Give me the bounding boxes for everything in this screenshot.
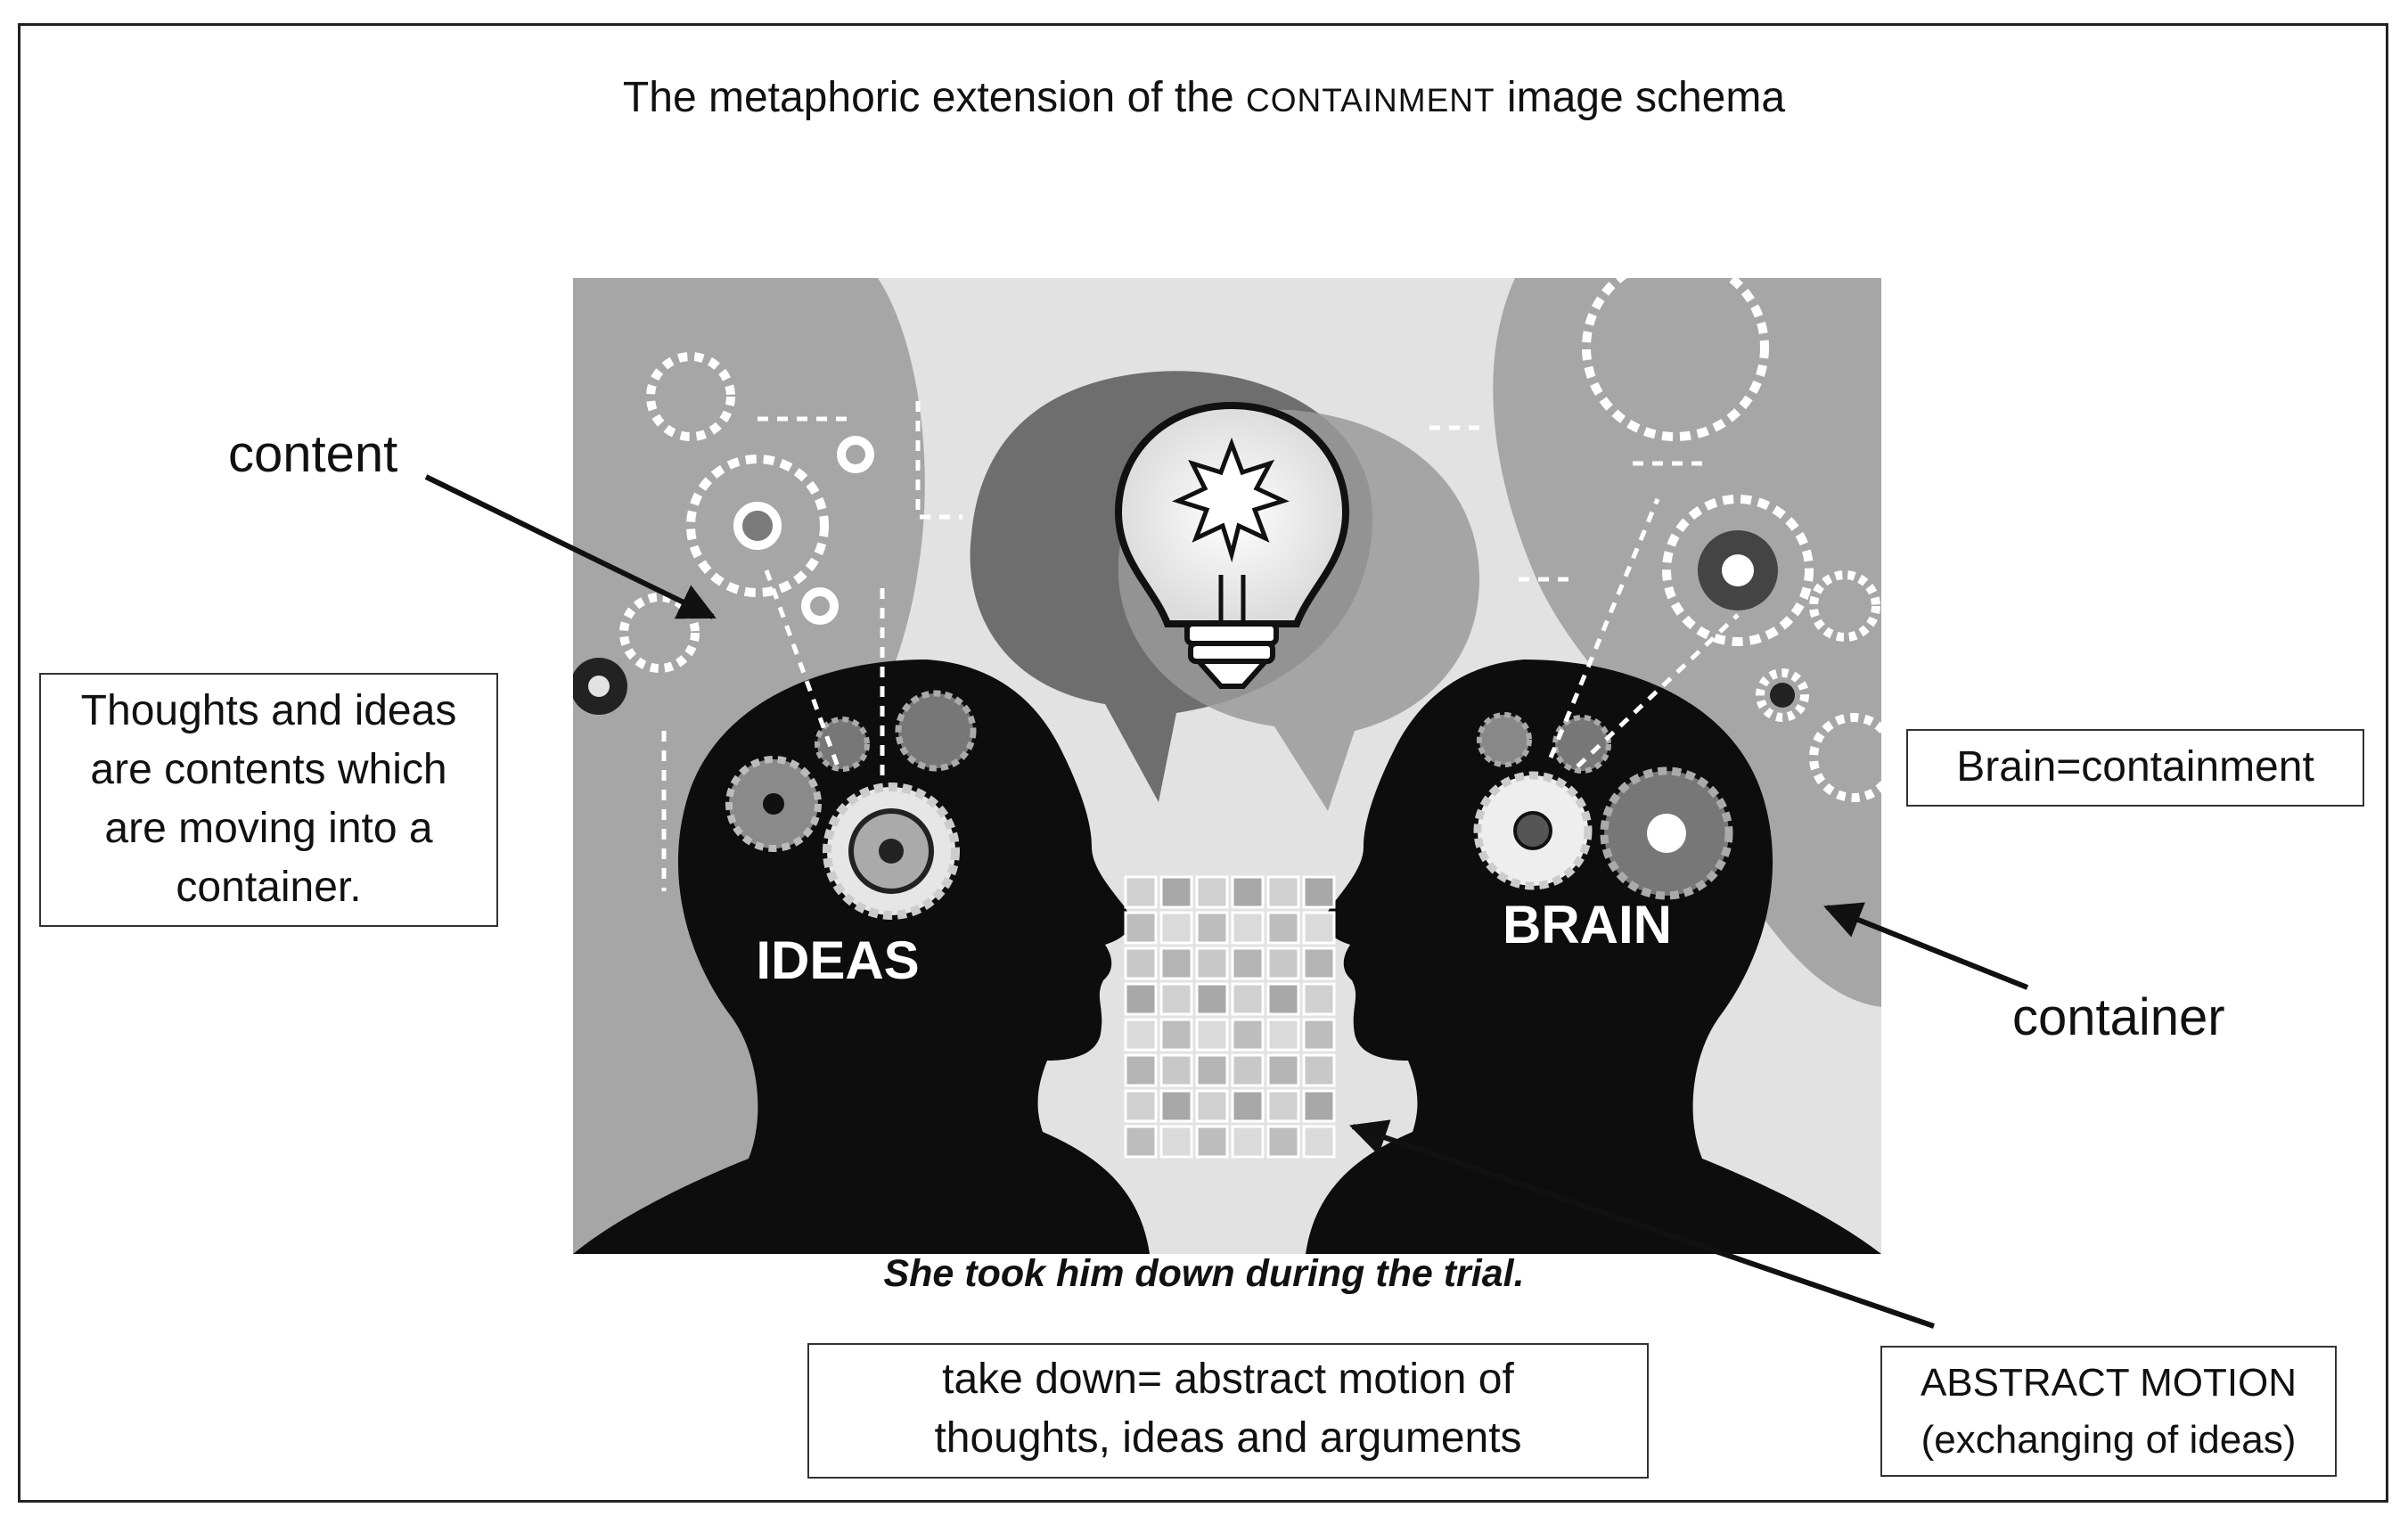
- grid-cell: [1195, 1125, 1229, 1159]
- content-label: content: [228, 425, 398, 483]
- grid-cell: [1124, 1018, 1158, 1052]
- right-head-silhouette: [1306, 660, 1881, 1254]
- grid-cell: [1302, 911, 1336, 945]
- container-arrow: [1823, 902, 2029, 990]
- grid-cell: [1159, 946, 1193, 980]
- grid-cell: [1266, 982, 1300, 1016]
- grid-cell: [1231, 982, 1265, 1016]
- grid-cell: [1195, 1018, 1229, 1052]
- grid-cell: [1302, 1089, 1336, 1123]
- grid-cell: [1302, 982, 1336, 1016]
- grid-cell: [1231, 1089, 1265, 1123]
- title-emphasis: CONTAINMENT: [1246, 82, 1495, 119]
- grid-cell: [1266, 875, 1300, 909]
- content-arrow: [424, 474, 717, 619]
- abstract-motion-box: ABSTRACT MOTION (exchanging of ideas): [1880, 1346, 2337, 1477]
- grid-cell: [1302, 875, 1336, 909]
- grid-cell: [1266, 911, 1300, 945]
- grid-cell: [1266, 946, 1300, 980]
- grid-cell: [1195, 911, 1229, 945]
- left-gears-icon: [619, 352, 962, 891]
- grid-cell: [1159, 1125, 1193, 1159]
- grid-cell: [1124, 1089, 1158, 1123]
- grid-cell: [1124, 911, 1158, 945]
- grid-cell: [1159, 1053, 1193, 1087]
- abstract-motion-arrow: [1349, 1119, 1935, 1329]
- grid-cell: [1266, 1053, 1300, 1087]
- grid-cell: [1159, 1018, 1193, 1052]
- left-head-label: IDEAS: [756, 930, 919, 990]
- grid-cell: [1159, 982, 1193, 1016]
- thoughts-box: Thoughts and ideas are contents which ar…: [39, 673, 498, 927]
- right-gears-icon: [1426, 278, 1881, 802]
- grid-cell: [1159, 1089, 1193, 1123]
- lightbulb-icon: [1114, 401, 1350, 689]
- brain-containment-box: Brain=containment: [1906, 729, 2364, 807]
- right-head-gears-icon: [1473, 498, 1740, 900]
- grid-cell: [1195, 946, 1229, 980]
- grid-cell: [1159, 875, 1193, 909]
- grid-cell: [1159, 911, 1193, 945]
- grid-cell: [1302, 946, 1336, 980]
- grid-cell: [1195, 982, 1229, 1016]
- grid-cell: [1124, 875, 1158, 909]
- grid-cell: [1124, 946, 1158, 980]
- grid-cell: [1195, 1053, 1229, 1087]
- grid-cell: [1231, 875, 1265, 909]
- grid-cell: [1231, 946, 1265, 980]
- example-caption: She took him down during the trial.: [883, 1252, 1525, 1295]
- grid-cell: [1231, 1053, 1265, 1087]
- grid-cell: [1302, 1125, 1336, 1159]
- figure-title: The metaphoric extension of the CONTAINM…: [622, 74, 1786, 121]
- grid-cell: [1124, 1053, 1158, 1087]
- grid-cell: [1195, 1089, 1229, 1123]
- figure-frame: [18, 23, 2388, 1503]
- grid-cell: [1302, 1018, 1336, 1052]
- grid-cell: [1302, 1053, 1336, 1087]
- grid-cell: [1266, 1089, 1300, 1123]
- grid-cell: [1124, 982, 1158, 1016]
- grid-cell: [1195, 875, 1229, 909]
- take-down-box: take down= abstract motion of thoughts, …: [807, 1343, 1649, 1479]
- grid-cell: [1266, 1125, 1300, 1159]
- right-thought-cloud: [1493, 278, 1881, 1007]
- grid-cell: [1231, 911, 1265, 945]
- container-label: container: [2012, 988, 2225, 1046]
- grid-cell: [1231, 1125, 1265, 1159]
- right-head-label: BRAIN: [1503, 895, 1672, 955]
- abstract-motion-grid-icon: [1124, 875, 1336, 1159]
- left-head-gears-icon: [725, 569, 977, 920]
- grid-cell: [1266, 1018, 1300, 1052]
- grid-cell: [1231, 1018, 1265, 1052]
- left-head-silhouette: [573, 660, 1150, 1254]
- grid-cell: [1124, 1125, 1158, 1159]
